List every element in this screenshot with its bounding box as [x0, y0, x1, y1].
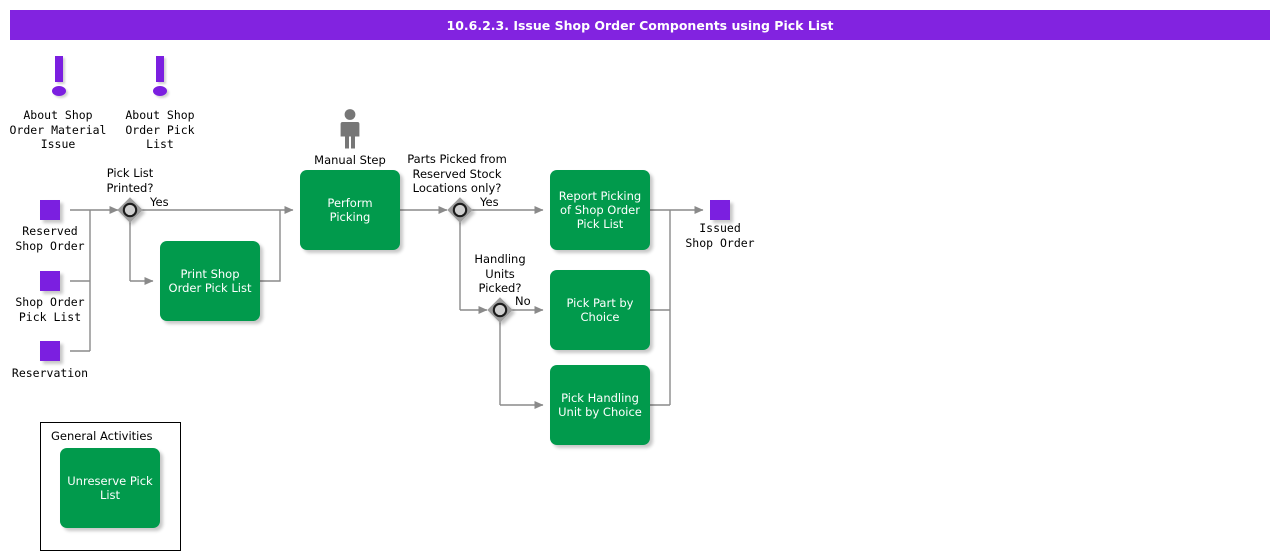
about-shop-order-material-issue-label[interactable]: About Shop Order Material Issue [9, 108, 107, 151]
activity-label: Perform Picking [327, 196, 373, 224]
decision-handling-units-no-label: No [515, 294, 531, 308]
data-object-shop-order-pick-list[interactable] [40, 271, 60, 291]
activity-perform-picking[interactable]: Perform Picking [300, 170, 400, 250]
decision-pick-list-printed-question: Pick List Printed? [106, 166, 154, 195]
exclamation-icon[interactable] [48, 56, 70, 96]
about-shop-order-pick-list-label[interactable]: About Shop Order Pick List [125, 108, 195, 151]
activity-label: Report Picking of Shop Order Pick List [558, 189, 642, 231]
page-title-bar: 10.6.2.3. Issue Shop Order Components us… [10, 10, 1270, 40]
activity-label: Pick Part by Choice [566, 296, 634, 324]
data-object-issued-shop-order[interactable] [710, 200, 730, 220]
activity-label: Pick Handling Unit by Choice [558, 391, 642, 419]
activity-label: Print Shop Order Pick List [168, 267, 252, 295]
manual-step-label: Manual Step [314, 153, 386, 167]
exclamation-dot [153, 86, 167, 96]
data-object-reserved-shop-order[interactable] [40, 200, 60, 220]
data-object-reservation[interactable] [40, 341, 60, 361]
activity-print-shop-order-pick-list[interactable]: Print Shop Order Pick List [160, 241, 260, 321]
general-activities-title: General Activities [51, 429, 153, 443]
exclamation-bar [55, 56, 63, 82]
manual-step-person-icon [335, 108, 365, 150]
page-title: 10.6.2.3. Issue Shop Order Components us… [446, 17, 834, 33]
activity-pick-handling-unit-by-choice[interactable]: Pick Handling Unit by Choice [550, 365, 650, 445]
decision-handling-units-picked [487, 297, 513, 323]
issued-shop-order-label: Issued Shop Order [685, 221, 755, 250]
decision-pick-list-printed [117, 197, 143, 223]
activity-unreserve-pick-list[interactable]: Unreserve Pick List [60, 448, 160, 528]
exclamation-icon[interactable] [149, 56, 171, 96]
decision-parts-picked-reserved-stock [447, 197, 473, 223]
exclamation-bar [156, 56, 164, 82]
decision-parts-picked-yes-label: Yes [480, 195, 499, 209]
decision-pick-list-printed-yes-label: Yes [150, 195, 169, 209]
reserved-shop-order-label: Reserved Shop Order [15, 224, 85, 253]
decision-handling-units-question: Handling Units Picked? [474, 252, 526, 295]
decision-parts-picked-question: Parts Picked from Reserved Stock Locatio… [407, 152, 507, 195]
shop-order-pick-list-label: Shop Order Pick List [15, 295, 85, 324]
activity-pick-part-by-choice[interactable]: Pick Part by Choice [550, 270, 650, 350]
activity-report-picking-of-shop-order-pick-list[interactable]: Report Picking of Shop Order Pick List [550, 170, 650, 250]
exclamation-dot [52, 86, 66, 96]
activity-label: Unreserve Pick List [67, 474, 153, 502]
reservation-label: Reservation [11, 366, 89, 380]
